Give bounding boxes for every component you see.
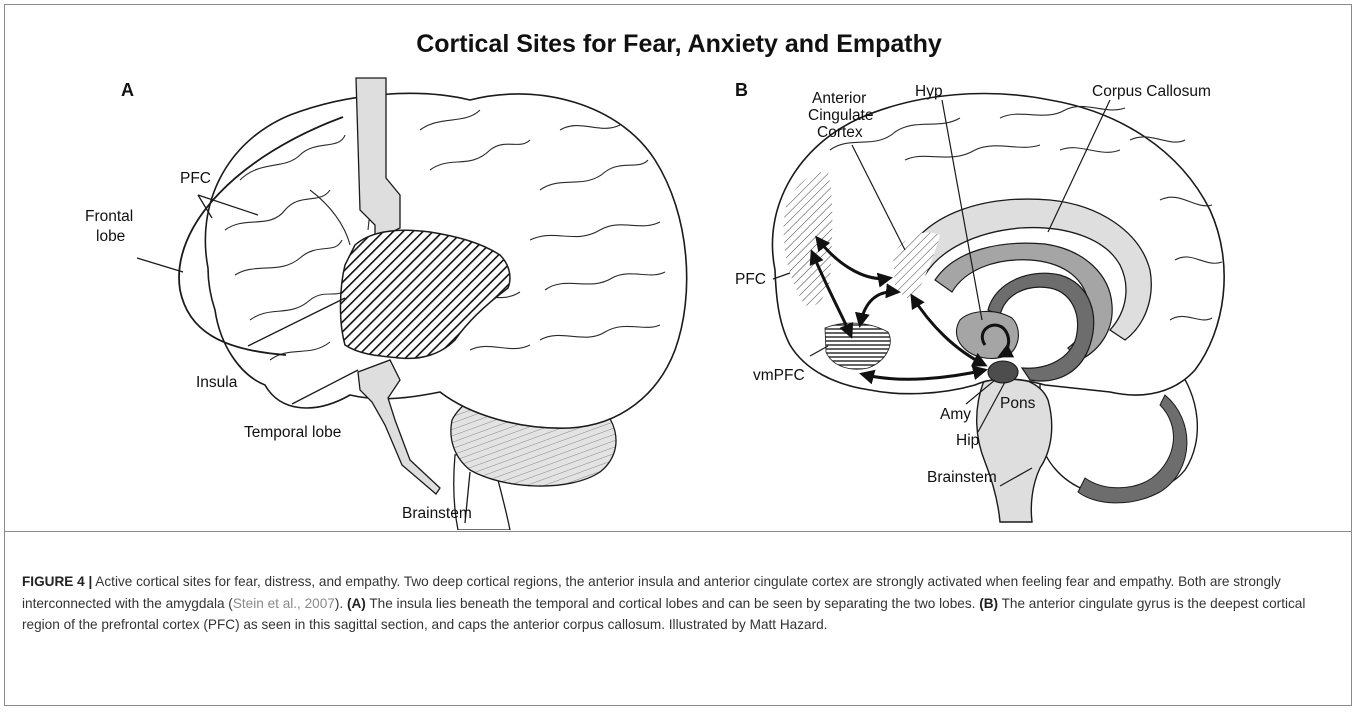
caption-text-2: ). [335,596,347,611]
panel-a-label-brainstem: Brainstem [402,505,472,522]
panel-b-label-corpus-callosum: Corpus Callosum [1092,83,1211,100]
caption-divider [4,531,1352,532]
figure-illustration: Cortical Sites for Fear, Anxiety and Emp… [0,0,1358,530]
caption-figure-number: FIGURE 4 | [22,574,92,589]
panel-b: B [735,80,1224,522]
caption-text-3: The insula lies beneath the temporal and… [366,596,979,611]
figure-title: Cortical Sites for Fear, Anxiety and Emp… [416,30,942,58]
panel-a-label-temporal-lobe: Temporal lobe [244,424,341,441]
panel-a: A [85,78,687,530]
panel-b-letter: B [735,80,748,100]
panel-b-label-vmpfc: vmPFC [753,367,805,384]
panel-a-label-frontal-lobe-2: lobe [96,228,125,245]
panel-b-label-acc-1: Anterior [812,90,866,107]
caption-citation-link[interactable]: Stein et al., 2007 [233,596,335,611]
panel-b-label-pfc: PFC [735,271,766,288]
panel-a-label-frontal-lobe-1: Frontal [85,208,133,225]
panel-b-label-pons: Pons [1000,395,1036,412]
figure-caption: FIGURE 4 | Active cortical sites for fea… [22,571,1337,636]
panel-b-label-acc-3: Cortex [817,124,863,141]
panel-b-label-amy: Amy [940,406,971,423]
panel-a-letter: A [121,80,134,100]
caption-panel-b-ref: (B) [979,596,998,611]
panel-a-label-insula: Insula [196,374,238,391]
panel-b-amygdala [988,361,1018,383]
panel-a-label-pfc: PFC [180,170,211,187]
panel-b-label-hyp: Hyp [915,83,943,100]
panel-b-label-brainstem: Brainstem [927,469,997,486]
caption-panel-a-ref: (A) [347,596,366,611]
panel-b-label-hip: Hip [956,432,979,449]
panel-b-label-acc-2: Cingulate [808,107,874,124]
